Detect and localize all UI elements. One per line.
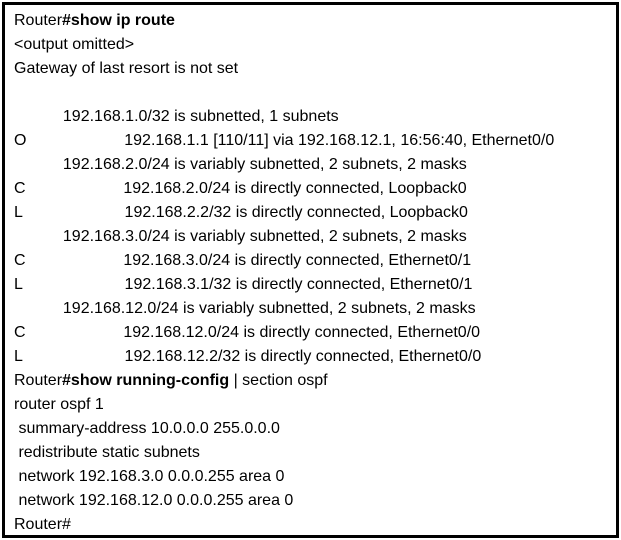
terminal-line-config-network-1: network 192.168.3.0 0.0.0.255 area 0	[14, 465, 607, 489]
prompt-text: Router	[14, 372, 63, 389]
output-text: C 192.168.2.0/24 is directly connected, …	[14, 180, 467, 197]
output-text: L 192.168.12.2/32 is directly connected,…	[14, 348, 482, 365]
terminal-line-route-connected: C 192.168.3.0/24 is directly connected, …	[14, 249, 607, 273]
terminal-line-route-local: L 192.168.2.2/32 is directly connected, …	[14, 201, 607, 225]
output-text: O 192.168.1.1 [110/11] via 192.168.12.1,…	[14, 132, 555, 149]
output-text: router ospf 1	[14, 396, 104, 413]
terminal-line-command-show-run: Router#show running-config | section osp…	[14, 369, 607, 393]
command-text: #show running-config	[62, 372, 230, 389]
output-text: redistribute static subnets	[14, 444, 200, 461]
output-text: summary-address 10.0.0.0 255.0.0.0	[14, 420, 280, 437]
prompt-text: Router#	[14, 516, 71, 533]
terminal-line-route-connected: C 192.168.2.0/24 is directly connected, …	[14, 177, 607, 201]
terminal-line-subnet-header-1: 192.168.1.0/32 is subnetted, 1 subnets	[14, 105, 607, 129]
output-text: Gateway of last resort is not set	[14, 60, 239, 77]
terminal-line-config-router-ospf: router ospf 1	[14, 393, 607, 417]
terminal-line-subnet-header-12: 192.168.12.0/24 is variably subnetted, 2…	[14, 297, 607, 321]
terminal-line-subnet-header-2: 192.168.2.0/24 is variably subnetted, 2 …	[14, 153, 607, 177]
terminal-line-subnet-header-3: 192.168.3.0/24 is variably subnetted, 2 …	[14, 225, 607, 249]
terminal-line-command-show-ip-route: Router#show ip route	[14, 9, 607, 33]
output-text: network 192.168.12.0 0.0.0.255 area 0	[14, 492, 294, 509]
output-text: 192.168.2.0/24 is variably subnetted, 2 …	[14, 156, 467, 173]
terminal-line-config-network-2: network 192.168.12.0 0.0.0.255 area 0	[14, 489, 607, 513]
terminal-line-route-local: L 192.168.3.1/32 is directly connected, …	[14, 273, 607, 297]
command-suffix-text: | section ospf	[229, 372, 328, 389]
command-text: #show ip route	[62, 12, 175, 29]
terminal-line-route-ospf: O 192.168.1.1 [110/11] via 192.168.12.1,…	[14, 129, 607, 153]
prompt-text: Router	[14, 12, 63, 29]
output-text: L 192.168.3.1/32 is directly connected, …	[14, 276, 473, 293]
output-text: <output omitted>	[14, 36, 135, 53]
output-text: L 192.168.2.2/32 is directly connected, …	[14, 204, 468, 221]
terminal-line-route-local: L 192.168.12.2/32 is directly connected,…	[14, 345, 607, 369]
terminal-line-blank	[14, 81, 607, 105]
terminal-line-output-omitted: <output omitted>	[14, 33, 607, 57]
terminal-line-config-redistribute: redistribute static subnets	[14, 441, 607, 465]
output-text: 192.168.1.0/32 is subnetted, 1 subnets	[14, 108, 339, 125]
terminal-line-config-summary-address: summary-address 10.0.0.0 255.0.0.0	[14, 417, 607, 441]
output-text: C 192.168.3.0/24 is directly connected, …	[14, 252, 472, 269]
output-text: C 192.168.12.0/24 is directly connected,…	[14, 324, 481, 341]
terminal-line-route-connected: C 192.168.12.0/24 is directly connected,…	[14, 321, 607, 345]
output-text: 192.168.3.0/24 is variably subnetted, 2 …	[14, 228, 467, 245]
output-text: network 192.168.3.0 0.0.0.255 area 0	[14, 468, 285, 485]
terminal-line-gateway: Gateway of last resort is not set	[14, 57, 607, 81]
terminal-line-prompt: Router#	[14, 513, 607, 535]
output-text: 192.168.12.0/24 is variably subnetted, 2…	[14, 300, 476, 317]
